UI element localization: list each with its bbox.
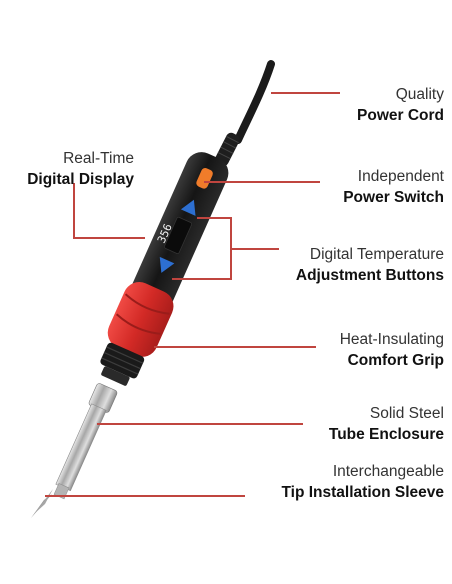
callout-tube-line2: Tube Enclosure	[328, 426, 444, 443]
callout-tip-line2: Tip Installation Sleeve	[281, 484, 444, 501]
callout-temp-buttons-line1: Digital Temperature	[309, 246, 444, 263]
digital-display	[164, 216, 193, 254]
callout-display: Real-Time Digital Display	[18, 148, 134, 190]
callout-tube-line1: Solid Steel	[369, 405, 444, 422]
callout-temp-buttons: Digital Temperature Adjustment Buttons	[296, 244, 444, 286]
callout-grip-line1: Heat-Insulating	[339, 331, 444, 348]
callout-temp-buttons-line2: Adjustment Buttons	[295, 267, 444, 284]
power-switch	[196, 167, 213, 189]
power-cord	[234, 60, 275, 144]
callout-switch: Independent Power Switch	[343, 166, 444, 208]
callout-grip: Heat-Insulating Comfort Grip	[340, 329, 444, 371]
comfort-grip	[107, 282, 174, 357]
callout-line-buttons-top	[197, 217, 232, 249]
callout-power-cord-line1: Quality	[395, 86, 444, 103]
callout-switch-line2: Power Switch	[343, 189, 444, 206]
strain-relief	[215, 132, 240, 166]
callout-power-cord-line2: Power Cord	[357, 107, 444, 124]
callout-tip: Interchangeable Tip Installation Sleeve	[281, 461, 444, 503]
callout-lines	[45, 92, 340, 497]
callout-display-line2: Digital Display	[27, 171, 134, 188]
callout-tip-line1: Interchangeable	[332, 463, 444, 480]
callout-switch-line1: Independent	[357, 168, 444, 185]
steel-tube	[53, 383, 118, 500]
temp-up-button	[180, 199, 196, 216]
callout-line-buttons-bottom	[172, 249, 232, 280]
temp-down-button	[159, 256, 175, 273]
callout-display-line1: Real-Time	[63, 150, 134, 167]
callout-power-cord: Quality Power Cord	[357, 84, 444, 126]
callout-line-display	[73, 183, 145, 239]
callout-tube: Solid Steel Tube Enclosure	[329, 403, 444, 445]
callout-grip-line2: Comfort Grip	[347, 352, 444, 369]
